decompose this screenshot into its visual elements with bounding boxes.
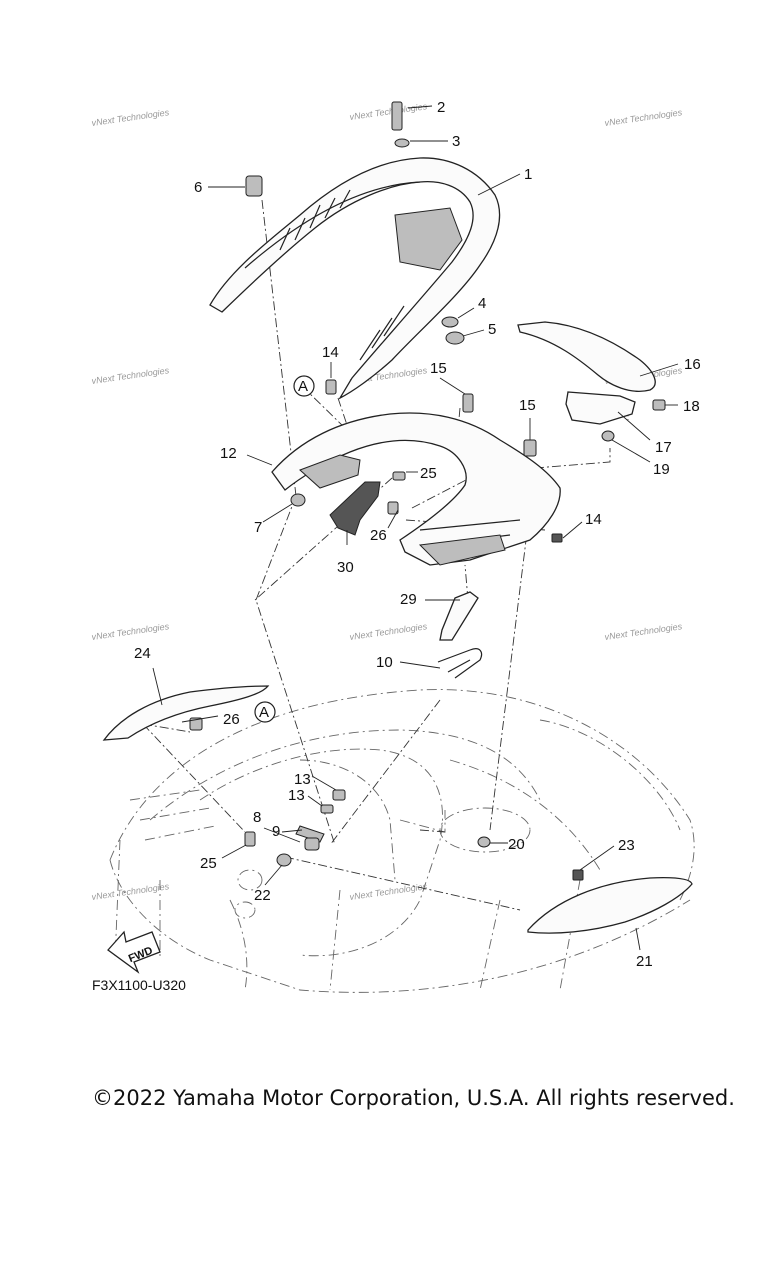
watermark-group: vNext Technologies vNext Technologies vN…	[91, 101, 683, 902]
lower-bracket	[329, 481, 381, 536]
watermark: vNext Technologies	[349, 881, 428, 902]
watermark: vNext Technologies	[91, 881, 170, 902]
watermark: vNext Technologies	[91, 621, 170, 642]
callout-1: 1	[524, 166, 532, 183]
copyright-notice: ©2022 Yamaha Motor Corporation, U.S.A. A…	[92, 1086, 735, 1110]
callout-13-lower: 13	[288, 787, 305, 804]
reference-mark-a-upper: A	[293, 375, 315, 397]
callout-16: 16	[684, 356, 701, 373]
watermark: vNext Technologies	[349, 101, 428, 122]
side-trim	[102, 685, 270, 741]
callout-3: 3	[452, 133, 460, 150]
callout-8: 8	[253, 809, 261, 826]
fwd-arrow-icon: FWD	[107, 930, 161, 974]
watermark: vNext Technologies	[604, 107, 683, 128]
callout-26: 26	[223, 711, 240, 728]
callout-5: 5	[488, 321, 496, 338]
callout-23: 23	[618, 837, 635, 854]
callout-18: 18	[683, 398, 700, 415]
reference-mark-a-lower: A	[254, 701, 276, 723]
callout-9: 9	[272, 823, 280, 840]
small-handle	[565, 391, 636, 425]
callout-4: 4	[478, 295, 486, 312]
leader-lines	[152, 105, 679, 951]
watermark: vNext Technologies	[604, 621, 683, 642]
rear-side-cover	[527, 877, 693, 934]
callout-6: 6	[194, 179, 202, 196]
callout-14-upper: 14	[322, 344, 339, 361]
upper-rear-cover	[271, 412, 561, 566]
callout-30: 30	[337, 559, 354, 576]
callout-28: 26	[370, 527, 387, 544]
callout-22: 22	[254, 887, 271, 904]
callout-27: 25	[420, 465, 437, 482]
callout-15-lower: 15	[519, 397, 536, 414]
strap-bracket	[439, 591, 479, 641]
callout-21: 21	[636, 953, 653, 970]
callout-25: 25	[200, 855, 217, 872]
drawing-code: F3X1100-U320	[92, 977, 186, 993]
grab-handle-frame	[209, 157, 501, 400]
callout-2: 2	[437, 99, 445, 116]
callout-29: 29	[400, 591, 417, 608]
callout-17: 17	[655, 439, 672, 456]
callout-7: 7	[254, 519, 262, 536]
hull-outline	[109, 689, 695, 993]
callout-15-upper: 15	[430, 360, 447, 377]
side-rail	[517, 321, 656, 392]
u-bolt	[437, 648, 483, 679]
callout-20: 20	[508, 836, 525, 853]
reference-mark-label: A	[259, 704, 269, 721]
callout-12: 12	[220, 445, 237, 462]
callout-14-lower: 14	[585, 511, 602, 528]
callout-labels: 2 3 6 1 4 5 14 15 16 18 15 17 12 19 25 7…	[134, 99, 701, 970]
watermark: vNext Technologies	[349, 621, 428, 642]
callout-19: 19	[653, 461, 670, 478]
fasteners	[189, 101, 666, 881]
callout-13-upper: 13	[294, 771, 311, 788]
reference-mark-label: A	[298, 378, 308, 395]
callout-24: 24	[134, 645, 151, 662]
callout-10: 10	[376, 654, 393, 671]
watermark: vNext Technologies	[91, 365, 170, 386]
watermark: vNext Technologies	[91, 107, 170, 128]
